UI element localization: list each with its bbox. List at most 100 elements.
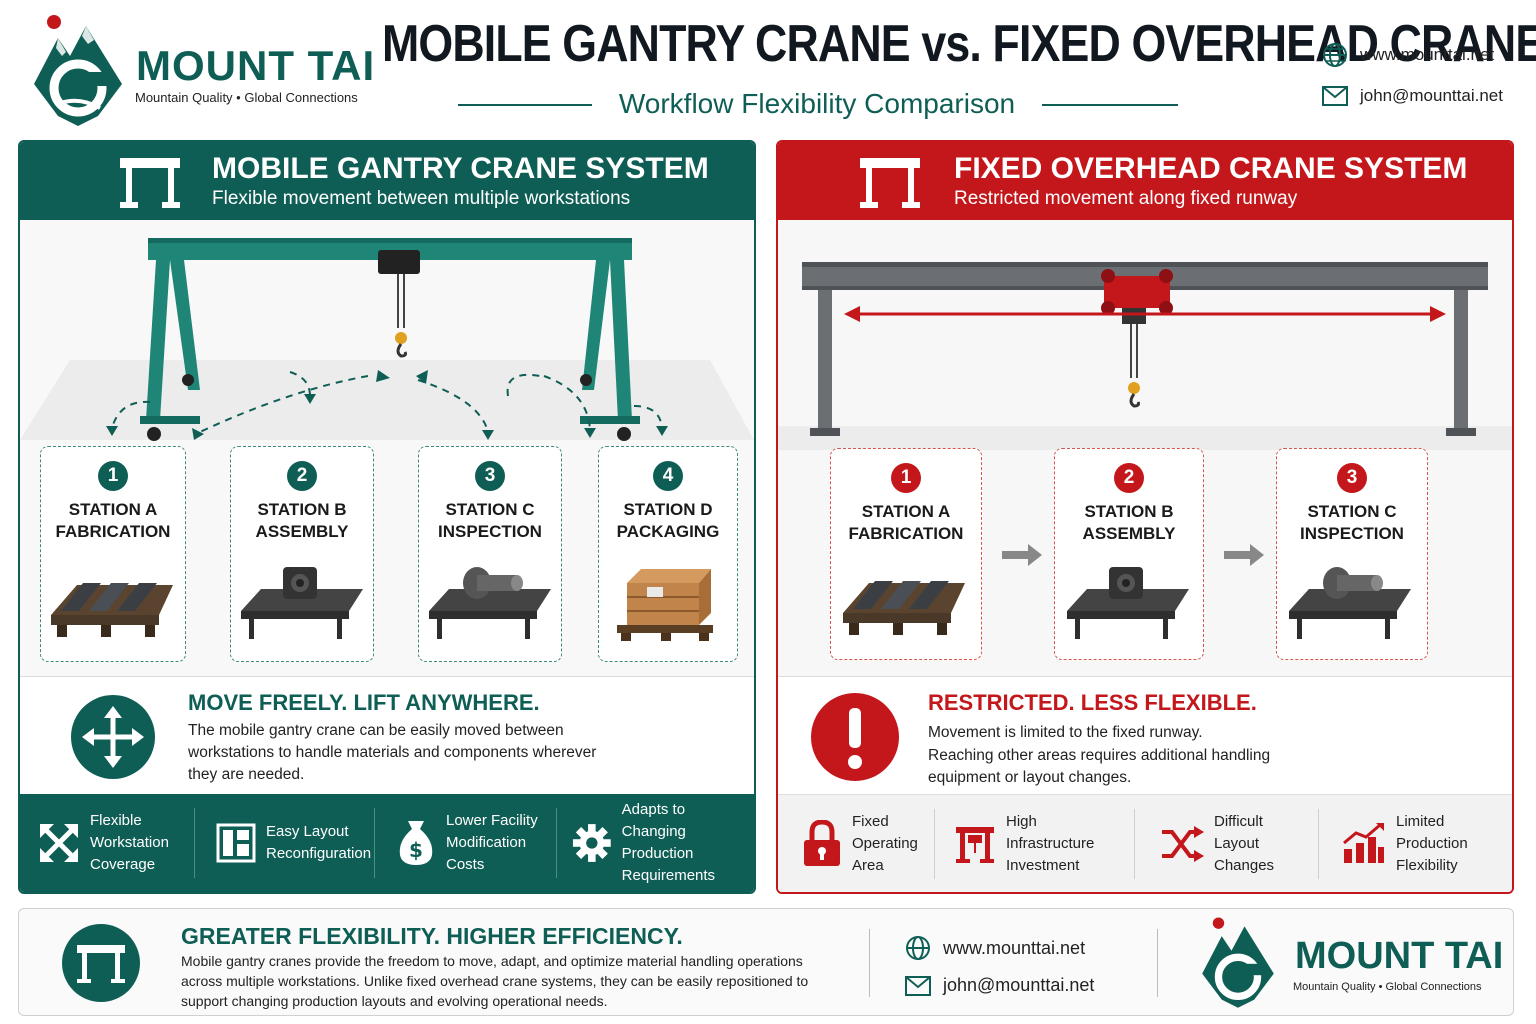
brand-tagline: Mountain Quality • Global Connections [135, 90, 358, 105]
globe-icon [1323, 43, 1347, 67]
inspection-table-icon [429, 567, 551, 639]
page-title: MOBILE GANTRY CRANE vs. FIXED OVERHEAD C… [382, 15, 1536, 73]
station-number-badge: 1 [891, 463, 921, 493]
mountain-logo-icon [34, 15, 122, 126]
page-subtitle: Workflow Flexibility Comparison [618, 88, 1016, 119]
website-text: www.mounttai.net [1360, 45, 1495, 64]
footer-brand-tagline: Mountain Quality • Global Connections [1293, 981, 1482, 993]
shuffle-icon [1162, 826, 1204, 862]
brand-name: MOUNT TAI [136, 42, 376, 89]
station-number-badge: 3 [1337, 463, 1367, 493]
mountain-logo-icon [1202, 917, 1274, 1008]
feature-text: Easy Layout Reconfiguration [266, 823, 372, 862]
website-text: www.mounttai.net [943, 937, 1086, 958]
mobile-panel-subtitle: Flexible movement between multiple works… [212, 188, 631, 209]
feature-lower-costs: $ Lower Facility Modification Costs [396, 794, 538, 892]
footer-divider [1157, 929, 1158, 997]
footer-banner: GREATER FLEXIBILITY. HIGHER EFFICIENCY. … [18, 908, 1514, 1016]
mobile-panel-title: MOBILE GANTRY CRANE SYSTEM [212, 152, 709, 185]
fixed-message-line2: Reaching other areas requires additional… [928, 747, 1271, 786]
overhead-frame-icon [860, 158, 920, 208]
feature-divider [374, 808, 375, 878]
fixed-panel-subtitle: Restricted movement along fixed runway [954, 188, 1298, 209]
feature-text: Fixed Operating Area [852, 813, 918, 874]
feature-divider [1318, 809, 1319, 879]
header-website[interactable]: www.mounttai.net [1322, 42, 1494, 68]
money-bag-icon: $ [399, 821, 433, 865]
gear-icon [572, 824, 611, 862]
mobile-message-body: The mobile gantry crane can be easily mo… [188, 722, 597, 783]
feature-text: High Infrastructure Investment [1006, 813, 1095, 874]
station-number-badge: 2 [287, 461, 317, 491]
gantry-frame-icon [120, 158, 180, 208]
feature-limited-flexibility: Limited Production Flexibility [1342, 795, 1468, 892]
crane-structure-icon [956, 827, 994, 863]
move-arrows-icon [71, 695, 155, 779]
feature-flexible-coverage: Flexible Workstation Coverage [38, 794, 169, 892]
email-text: john@mounttai.net [1360, 86, 1503, 105]
feature-divider [934, 809, 935, 879]
feature-difficult-layout: Difficult Layout Changes [1160, 795, 1275, 892]
feature-easy-layout: Easy Layout Reconfiguration [216, 794, 371, 892]
fixed-message-title: RESTRICTED. LESS FLEXIBLE. [928, 690, 1257, 715]
footer-body: Mobile gantry cranes provide the freedom… [181, 953, 809, 1009]
footer-title: GREATER FLEXIBILITY. HIGHER EFFICIENCY. [181, 923, 683, 949]
packaging-crate-icon [617, 569, 713, 641]
footer-email[interactable]: john@mounttai.net [905, 975, 1094, 996]
warning-exclamation-icon [811, 693, 899, 781]
globe-icon [906, 936, 930, 960]
fixed-message-line1: Movement is limited to the fixed runway. [928, 724, 1203, 741]
padlock-icon [804, 820, 840, 866]
gantry-badge-icon [62, 924, 140, 1002]
feature-divider [1134, 809, 1135, 879]
footer-brand-name: MOUNT TAI [1295, 935, 1504, 977]
fixed-message-section [778, 676, 1512, 796]
subtitle-divider-right [1042, 104, 1178, 106]
station-number-badge: 2 [1114, 463, 1144, 493]
fixed-overhead-illustration [778, 262, 1512, 450]
feature-text: Adapts to Changing Production Requiremen… [621, 801, 716, 884]
layout-icon [216, 823, 256, 863]
feature-text: Limited Production Flexibility [1396, 813, 1468, 874]
fixed-overhead-panel: FIXED OVERHEAD CRANE SYSTEM Restricted m… [776, 140, 1514, 894]
feature-text: Difficult Layout Changes [1214, 813, 1275, 874]
feature-text: Lower Facility Modification Costs [446, 812, 538, 873]
footer-divider [869, 929, 870, 997]
feature-divider [194, 808, 195, 878]
fixed-features-bar: Fixed Operating Area High Infrastructure… [778, 794, 1512, 892]
mobile-gantry-panel: MOBILE GANTRY CRANE SYSTEM Flexible move… [18, 140, 756, 894]
inspection-table-icon [1289, 567, 1411, 639]
footer-website[interactable]: www.mounttai.net [905, 935, 1085, 961]
header-email[interactable]: john@mounttai.net [1322, 86, 1503, 106]
header-logo: MOUNT TAI Mountain Quality • Global Conn… [28, 12, 378, 130]
email-text: john@mounttai.net [943, 975, 1095, 995]
station-number-badge: 1 [98, 461, 128, 491]
flow-arrow-icon [1224, 544, 1264, 566]
mobile-features-bar: Flexible Workstation Coverage Easy Layou… [20, 794, 754, 892]
feature-divider [556, 808, 557, 878]
subtitle-divider-left [458, 104, 592, 106]
mobile-panel-header: MOBILE GANTRY CRANE SYSTEM Flexible move… [20, 142, 754, 220]
assembly-table-icon [1067, 567, 1189, 639]
assembly-table-icon [241, 567, 363, 639]
fixed-panel-header: FIXED OVERHEAD CRANE SYSTEM Restricted m… [778, 142, 1512, 220]
feature-high-investment: High Infrastructure Investment [954, 795, 1095, 892]
mobile-message-title: MOVE FREELY. LIFT ANYWHERE. [188, 690, 540, 715]
mobile-gantry-illustration [20, 238, 754, 441]
fixed-panel-title: FIXED OVERHEAD CRANE SYSTEM [954, 152, 1468, 185]
envelope-icon [905, 975, 931, 996]
